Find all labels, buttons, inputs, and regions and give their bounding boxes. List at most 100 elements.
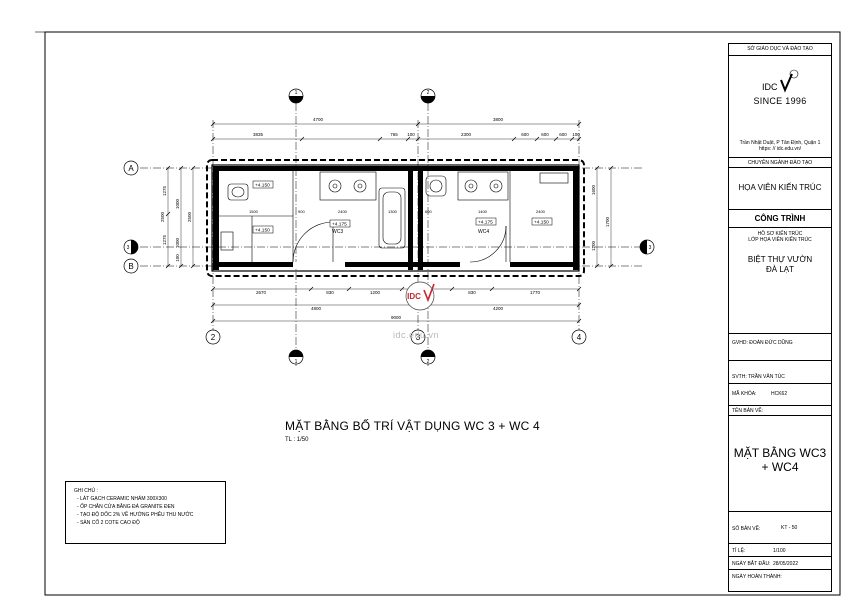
svg-text:3835: 3835 xyxy=(253,132,264,137)
svg-text:1700: 1700 xyxy=(605,216,610,227)
svg-text:9000: 9000 xyxy=(391,315,402,320)
svg-text:1300: 1300 xyxy=(388,209,398,214)
scale-label: TỈ LỆ: xyxy=(732,548,746,554)
svg-text:600: 600 xyxy=(521,132,529,137)
sheet-name-block: MẶT BẰNG WC3 + WC4 xyxy=(729,416,831,512)
svg-text:2500: 2500 xyxy=(160,211,165,222)
section-mark-2-bottom: 2 xyxy=(420,349,436,365)
svg-text:3: 3 xyxy=(127,245,130,251)
project-sub2: LỚP HỌA VIÊN KIẾN TRÚC xyxy=(748,237,812,243)
svg-text:600: 600 xyxy=(559,132,567,137)
svg-text:4800: 4800 xyxy=(311,306,322,311)
grid-bubble-3: 3 xyxy=(410,329,426,345)
grid-bubble-b: B xyxy=(123,258,139,274)
svg-text:1000: 1000 xyxy=(175,237,180,248)
svg-text:100: 100 xyxy=(175,254,180,262)
scale-value: 1/100 xyxy=(773,548,786,554)
svg-text:1: 1 xyxy=(295,359,298,365)
dimension-lines xyxy=(167,123,612,322)
note-item: TẠO ĐỘ DỐC 2% VỀ HƯỚNG PHỄU THU NƯỚC xyxy=(80,511,217,519)
svg-text:2: 2 xyxy=(427,359,430,365)
project-name1: BIỆT THỰ VƯỜN xyxy=(747,255,813,264)
dimension-ticks xyxy=(165,121,614,324)
notes-box: GHI CHÚ : LÁT GẠCH CERAMIC NHÁM 300X300 … xyxy=(65,481,226,544)
svg-text:1500: 1500 xyxy=(249,209,259,214)
svg-text:B: B xyxy=(128,262,133,271)
address-block: Trần Nhật Duật, P Tân Định, Quận 1 https… xyxy=(729,138,831,158)
svg-text:1275: 1275 xyxy=(162,234,167,245)
grid-bubble-a: A xyxy=(123,160,139,176)
svg-text:2400: 2400 xyxy=(338,209,348,214)
project-sub1: HỒ SƠ KIẾN TRÚC xyxy=(729,227,831,237)
svg-text:3: 3 xyxy=(649,245,652,251)
section-mark-3-right: 3 xyxy=(639,239,655,255)
section-mark-1-top: 1 xyxy=(288,88,304,104)
svg-text:600: 600 xyxy=(541,132,549,137)
svg-text:+4.175: +4.175 xyxy=(332,222,347,228)
dimension-text: 4700 3800 3835 765 100 2300 600 600 600 … xyxy=(160,117,610,320)
svg-text:830: 830 xyxy=(468,290,476,295)
grid-bubble-4: 4 xyxy=(571,329,587,345)
svg-text:IDC: IDC xyxy=(762,82,778,92)
start-label: NGÀY BẮT ĐẦU: xyxy=(732,561,771,567)
section-mark-3-left: 3 xyxy=(123,239,139,255)
svg-text:2500: 2500 xyxy=(187,211,192,222)
course-row: MÃ KHÓA: HCK62 xyxy=(729,384,831,406)
gvhd-text: GVHD: ĐOÀN ĐỨC DŨNG xyxy=(729,334,831,361)
org-name: SỞ GIÁO DỤC VÀ ĐÀO TẠO xyxy=(729,44,831,56)
svg-text:+4.150: +4.150 xyxy=(255,228,270,234)
svg-text:2: 2 xyxy=(211,333,216,342)
wc4-fixtures xyxy=(425,171,569,263)
svg-text:+4.175: +4.175 xyxy=(478,220,493,226)
wc3-fixtures xyxy=(219,171,406,263)
svg-text:A: A xyxy=(128,164,134,173)
svg-text:765: 765 xyxy=(390,132,398,137)
project-name2: ĐÀ LẠT xyxy=(765,265,794,274)
start-row: NGÀY BẮT ĐẦU: 28/05/2022 xyxy=(729,557,831,570)
drawing-scale: TL : 1/50 xyxy=(285,437,309,443)
sheet-no-value: KT - 50 xyxy=(781,525,798,531)
drawing-title: MẶT BẰNG BỐ TRÍ VẬT DỤNG WC 3 + WC 4 xyxy=(285,419,540,433)
svg-text:100: 100 xyxy=(407,132,415,137)
logo-area: IDC SINCE 1996 xyxy=(729,56,831,138)
room-labels: WC3 WC4 xyxy=(332,229,489,235)
svg-text:1000: 1000 xyxy=(175,198,180,209)
svg-text:1600: 1600 xyxy=(591,184,596,195)
sheet-name2: + WC4 xyxy=(761,460,799,474)
sheet-name-label: TÊN BẢN VẼ: xyxy=(729,406,831,416)
svg-text:2300: 2300 xyxy=(461,132,472,137)
section-mark-1-bottom: 1 xyxy=(288,349,304,365)
grid-bubble-2: 2 xyxy=(205,329,221,345)
svg-text:830: 830 xyxy=(326,290,334,295)
sheet-no-label: SỐ BẢN VẼ: xyxy=(732,526,761,532)
svg-text:4200: 4200 xyxy=(493,306,504,311)
course-label: MÃ KHÓA: xyxy=(732,391,757,397)
sheet-no-row: SỐ BẢN VẼ: KT - 50 xyxy=(729,512,831,544)
room-label-wc3: WC3 xyxy=(332,229,343,235)
plan-walls xyxy=(206,159,585,277)
watermark-text: idc.edu.vn xyxy=(393,330,440,340)
notes-heading: GHI CHÚ : xyxy=(74,488,98,494)
inner-dimensions: 900 2400 1300 600 1400 2400 1500 xyxy=(249,209,546,214)
note-item: SÀN CỐ 2 COTE CAO ĐỘ xyxy=(80,519,217,527)
svg-text:600: 600 xyxy=(425,209,432,214)
start-value: 28/05/2022 xyxy=(773,561,799,567)
svg-text:3: 3 xyxy=(416,333,421,342)
website-text: https: // idc.edu.vn/ xyxy=(759,146,801,152)
svg-text:+4.150: +4.150 xyxy=(534,220,549,226)
note-item: ỐP CHÂN CỬA BẰNG ĐÁ GRANITE ĐEN xyxy=(80,503,217,511)
svg-text:100: 100 xyxy=(572,132,580,137)
svg-text:3800: 3800 xyxy=(493,117,504,122)
address-text: Trần Nhật Duật, P Tân Định, Quận 1 xyxy=(739,140,821,146)
dept-label: CHUYÊN NGÀNH ĐÀO TẠO xyxy=(729,158,831,168)
idc-stamp: IDC xyxy=(405,281,435,311)
finish-row: NGÀY HOÀN THÀNH: xyxy=(729,570,831,592)
course-value: HCK62 xyxy=(771,391,788,397)
room-label-wc4: WC4 xyxy=(478,229,489,235)
level-tags: +4.150 +4.150 +4.175 +4.175 +4.150 xyxy=(252,180,553,234)
svg-text:IDC: IDC xyxy=(407,292,421,301)
svg-text:900: 900 xyxy=(298,209,305,214)
finish-label: NGÀY HOÀN THÀNH: xyxy=(732,574,782,580)
project-label: CÔNG TRÌNH xyxy=(754,214,806,223)
